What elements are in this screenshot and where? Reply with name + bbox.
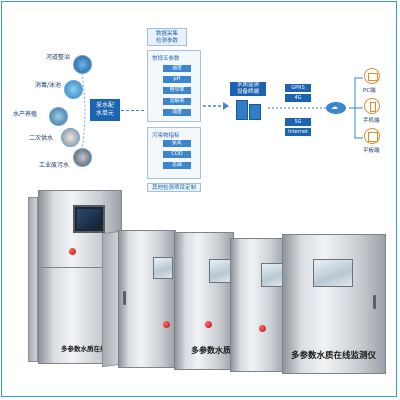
- routine-panel-title: 常规五参数: [152, 56, 180, 62]
- param-chip: 总磷: [163, 162, 191, 169]
- arrow-to-params: [121, 110, 144, 117]
- param-chip: pH: [163, 76, 191, 83]
- server-icon: [249, 104, 261, 120]
- data-collect-header: 数据采集 检测参数: [147, 28, 187, 46]
- water-supply-photo-icon: [61, 128, 80, 147]
- pollution-panel-title: 污染物指标: [152, 133, 180, 139]
- param-chip: 电导率: [163, 87, 191, 94]
- cloud-icon: ☁: [331, 103, 338, 111]
- param-chip: 温度: [163, 65, 191, 72]
- door-seam: [41, 267, 121, 268]
- platform-box: 水质监测 设备终端: [230, 82, 266, 96]
- inspection-window: [261, 263, 283, 287]
- pool-photo-icon: [64, 80, 83, 99]
- device-label: 手机端: [363, 118, 380, 124]
- source-label: 工业废污水: [39, 162, 70, 169]
- param-chip: 浊度: [163, 109, 191, 116]
- cabinet-side: [28, 197, 38, 362]
- inspection-window: [313, 259, 353, 287]
- network-label: 4G: [285, 94, 311, 102]
- param-chip: COD: [163, 151, 191, 158]
- pc-icon: [364, 68, 380, 84]
- source-connector-lines: [79, 64, 86, 161]
- source-label: 河道整治: [46, 54, 71, 61]
- indicator-knob: [259, 325, 266, 332]
- param-chip: 溶解氧: [163, 98, 191, 105]
- cabinet-4: [230, 238, 286, 372]
- collection-unit-box: 采水配 水单元: [90, 99, 120, 121]
- cabinet-label: 多参数水质在线监测仪: [61, 345, 126, 353]
- cabinet-label: 多参数水质在线监测仪: [291, 351, 377, 361]
- door-handle: [373, 295, 376, 309]
- device-tree-lines: [349, 77, 363, 139]
- data-collect-header-label: 数据采集 检测参数: [155, 31, 178, 44]
- source-label: 水产养殖: [13, 111, 38, 118]
- network-label: GPRS: [285, 84, 311, 92]
- aquaculture-photo-icon: [49, 107, 68, 126]
- server-icon: [236, 100, 248, 120]
- other-params-box: 其他检测项目定制: [147, 183, 201, 192]
- other-params-label: 其他检测项目定制: [151, 185, 196, 191]
- platform-label: 水质监测 设备终端: [236, 82, 259, 95]
- cabinet-3: 多参数水质: [174, 232, 234, 370]
- device-label: 平板端: [363, 148, 380, 154]
- source-label: 二次供水: [29, 135, 54, 142]
- touch-screen: [73, 205, 105, 233]
- door-handle: [123, 291, 126, 305]
- inspection-window: [209, 259, 231, 283]
- cabinet-2: [118, 230, 176, 368]
- network-label: 5G: [285, 118, 311, 126]
- pollution-params-panel: 污染物指标 氨氮 COD 总磷: [147, 127, 201, 179]
- source-label: 消毒/泳池: [35, 82, 62, 89]
- indicator-knob: [163, 321, 170, 328]
- device-label: PC端: [363, 88, 376, 94]
- indicator-knob: [205, 321, 212, 328]
- tablet-icon: [364, 128, 380, 144]
- collection-unit-label: 采水配 水单元: [95, 102, 114, 117]
- param-chip: 氨氮: [163, 140, 191, 147]
- river-photo-icon: [73, 55, 92, 74]
- indicator-knob: [69, 248, 76, 255]
- arrow-to-platform: [203, 102, 229, 110]
- cabinet-label: 多参数水质: [191, 345, 231, 355]
- inspection-window: [153, 257, 173, 279]
- network-label: Internet: [285, 128, 311, 136]
- network-link-lines: [268, 102, 346, 114]
- phone-icon: [364, 98, 380, 114]
- cabinet-5: 多参数水质在线监测仪: [282, 234, 386, 374]
- routine-params-panel: 常规五参数 温度 pH 电导率 溶解氧 浊度: [147, 50, 201, 122]
